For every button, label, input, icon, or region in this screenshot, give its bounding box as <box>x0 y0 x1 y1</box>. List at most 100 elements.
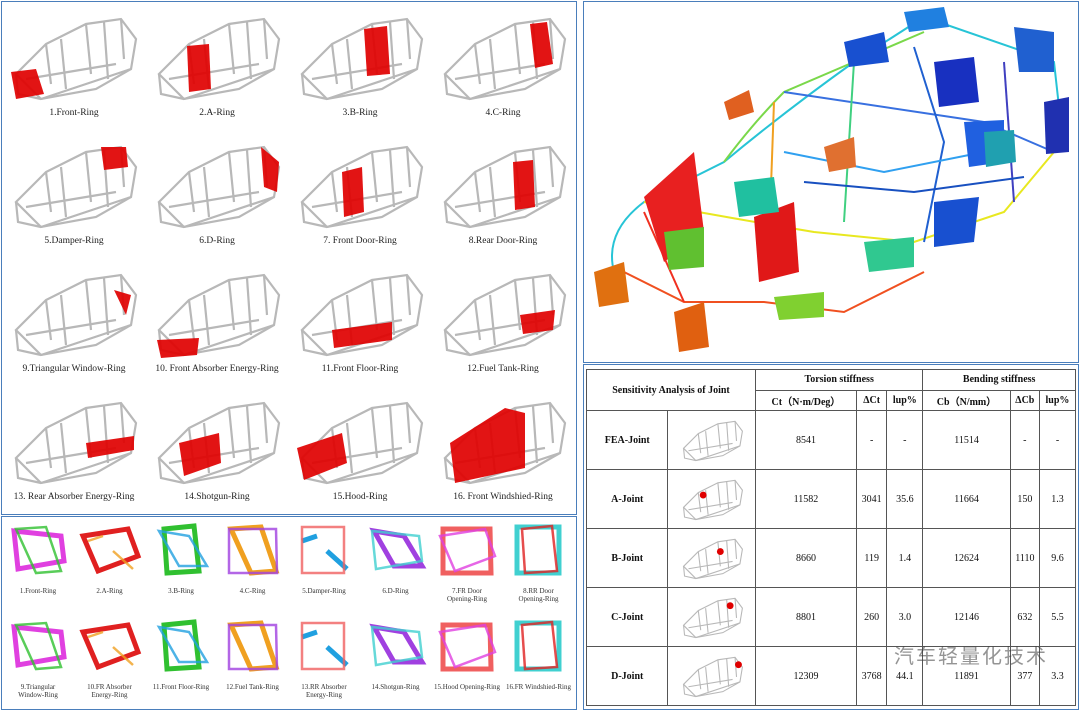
cell-ct: 8801 <box>755 587 857 647</box>
ring-caption: 2.A-Ring <box>199 108 235 118</box>
ring-figure: 6.D-Ring <box>145 132 289 260</box>
ring-figure: 9.Triangular Window-Ring <box>2 260 146 388</box>
sub-ring-shape <box>156 619 210 672</box>
joint-name: D-Joint <box>585 646 669 706</box>
table-title: Sensitivity Analysis of Joint <box>586 369 756 411</box>
sub-ring-shape <box>11 621 67 671</box>
sub-ring-figure: 16.FR Windshied-Ring <box>503 613 575 710</box>
col-dct: ΔCt <box>855 389 888 411</box>
sub-ring-figure: 12.Fuel Tank-Ring <box>217 613 289 710</box>
bending-header: Bending stiffness <box>922 369 1076 391</box>
joint-thumbnail <box>667 528 756 588</box>
car-body-frame <box>157 273 281 358</box>
ring-highlight <box>297 433 347 480</box>
sub-ring-shape <box>438 526 497 576</box>
ring-highlight <box>114 290 131 315</box>
car-body-frame <box>300 17 424 101</box>
ring-highlight <box>513 160 535 210</box>
ring-figure: 15.Hood-Ring <box>288 388 432 516</box>
car-body-frame <box>443 145 567 229</box>
ring-caption: 14.Shotgun-Ring <box>184 492 250 502</box>
ring-highlight <box>86 436 134 458</box>
joint-thumbnail <box>667 410 756 470</box>
ring-caption: 8.Rear Door-Ring <box>468 236 538 246</box>
ring-caption: 15.Hood-Ring <box>332 492 388 502</box>
ring-caption: 16. Front Windshied-Ring <box>453 492 553 502</box>
joint-name: C-Joint <box>585 587 669 647</box>
sub-ring-caption: 12.Fuel Tank-Ring <box>226 683 279 691</box>
cell-ct: 12309 <box>755 646 857 706</box>
cell-dcb: 632 <box>1009 587 1040 647</box>
car-body-frame <box>443 273 567 357</box>
sub-ring-figure: 15.Hood Opening-Ring <box>431 613 503 710</box>
ring-figure: 4.C-Ring <box>431 4 575 132</box>
torsion-header: Torsion stiffness <box>754 369 924 391</box>
cell-dcb: 1110 <box>1009 528 1040 588</box>
fea-body-model <box>594 7 1069 352</box>
cell-dct: 3768 <box>855 646 888 706</box>
sub-ring-figure: 6.D-Ring <box>360 517 432 614</box>
ring-caption: 10. Front Absorber Energy-Ring <box>155 364 279 374</box>
cell-cb: 11664 <box>922 469 1011 529</box>
car-body-frame <box>443 17 567 101</box>
cell-dcb: 150 <box>1009 469 1040 529</box>
sub-ring-caption: 16.FR Windshied-Ring <box>506 683 571 691</box>
ring-caption: 5.Damper-Ring <box>44 236 104 246</box>
joint-name: A-Joint <box>585 469 669 529</box>
cell-dcb: - <box>1009 410 1040 470</box>
cell-dct: 260 <box>855 587 888 647</box>
sub-ring-caption: 15.Hood Opening-Ring <box>433 683 501 691</box>
sub-ring-shape <box>78 622 141 671</box>
car-body-frame <box>443 401 567 485</box>
sub-ring-figure: 11.Front Floor-Ring <box>145 613 217 710</box>
ring-figure: 1.Front-Ring <box>2 4 146 132</box>
car-body-frame <box>157 17 281 101</box>
ring-figure: 3.B-Ring <box>288 4 432 132</box>
joint-thumbnail <box>667 587 756 647</box>
col-cb: Cb（N/mm） <box>922 389 1011 411</box>
ring-caption: 9.Triangular Window-Ring <box>22 364 126 374</box>
ring-highlight <box>157 338 199 358</box>
car-body-frame <box>14 145 138 229</box>
cell-lup2: 3.3 <box>1038 646 1077 706</box>
ring-figure: 11.Front Floor-Ring <box>288 260 432 388</box>
sub-ring-caption: 4.C-Ring <box>239 587 266 595</box>
car-body-frame <box>14 401 138 485</box>
ring-highlight <box>101 147 128 170</box>
ring-highlight <box>530 22 553 68</box>
ring-highlight <box>332 322 392 348</box>
ring-figure: 5.Damper-Ring <box>2 132 146 260</box>
ring-caption: 13. Rear Absorber Energy-Ring <box>13 492 135 502</box>
sub-ring-shape <box>300 621 349 671</box>
ring-highlight <box>11 69 44 99</box>
ring-highlight <box>342 167 364 217</box>
ring-highlight <box>261 147 279 192</box>
sensitivity-table-panel: Sensitivity Analysis of Joint Torsion st… <box>583 364 1079 710</box>
sensitivity-table: Sensitivity Analysis of Joint Torsion st… <box>585 369 1077 706</box>
car-body-frame <box>157 145 281 229</box>
sub-ring-caption: 5.Damper-Ring <box>302 587 346 595</box>
sub-ring-figure: 5.Damper-Ring <box>288 517 360 614</box>
cell-lup2: 9.6 <box>1038 528 1077 588</box>
ring-highlight <box>450 408 525 483</box>
ring-caption: 4.C-Ring <box>485 108 521 118</box>
cell-cb: 12624 <box>922 528 1011 588</box>
joint-thumbnail <box>667 469 756 529</box>
sub-ring-shape <box>514 620 561 672</box>
ring-caption: 7. Front Door-Ring <box>323 236 397 246</box>
sub-ring-figure: 14.Shotgun-Ring <box>360 613 432 710</box>
sub-ring-shape <box>300 525 349 575</box>
col-dcb: ΔCb <box>1009 389 1040 411</box>
sub-ring-shape <box>156 523 210 576</box>
joint-thumbnail <box>667 646 756 706</box>
car-body-frame <box>157 401 281 485</box>
ring-highlight-panel: 1.Front-Ring 2.A-Ring 3.B-Ring 4.C-Ring 5.Da… <box>1 1 577 515</box>
joint-name: FEA-Joint <box>585 410 669 470</box>
car-body-frame <box>300 145 424 229</box>
